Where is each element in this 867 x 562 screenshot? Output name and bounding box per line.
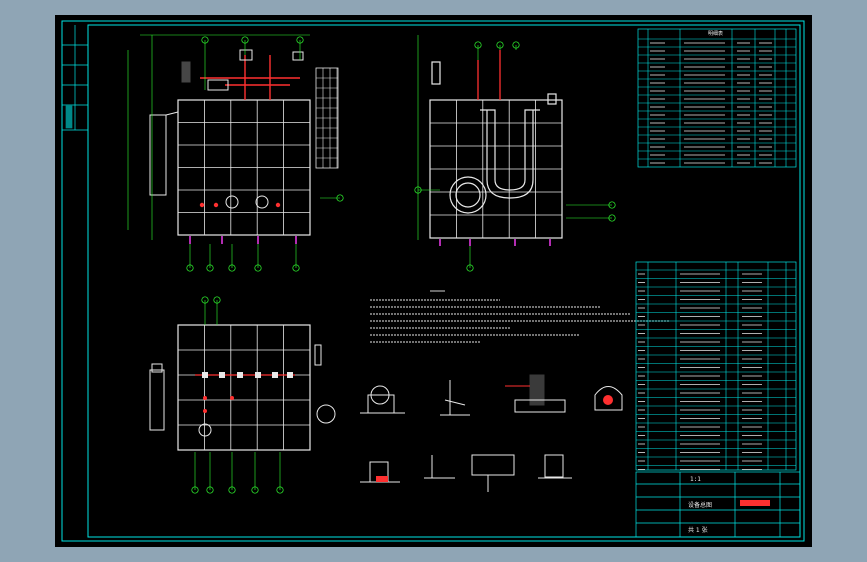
parts-list-table — [637, 28, 797, 168]
tank-body-plan — [177, 324, 311, 451]
title-drawing-name: 设备总图 — [688, 501, 712, 509]
binding-strip — [62, 25, 88, 131]
bill-of-materials-table — [635, 261, 797, 471]
front-elevation-view — [127, 34, 344, 272]
title-scale: 1:1 — [690, 476, 701, 483]
technical-notes-block — [370, 290, 670, 343]
outer-frame — [61, 20, 805, 542]
top-piping-front — [200, 55, 300, 100]
inner-frame — [87, 24, 801, 538]
side-elevation-view — [414, 35, 616, 272]
drawing-sheet — [55, 15, 812, 547]
detail-views — [360, 374, 623, 492]
title-red-stamp — [740, 500, 770, 506]
title-sheet: 共 1 张 — [688, 526, 708, 534]
parts-list-header: 明细表 — [708, 30, 723, 37]
plan-view — [149, 296, 336, 494]
title-block — [635, 471, 801, 538]
